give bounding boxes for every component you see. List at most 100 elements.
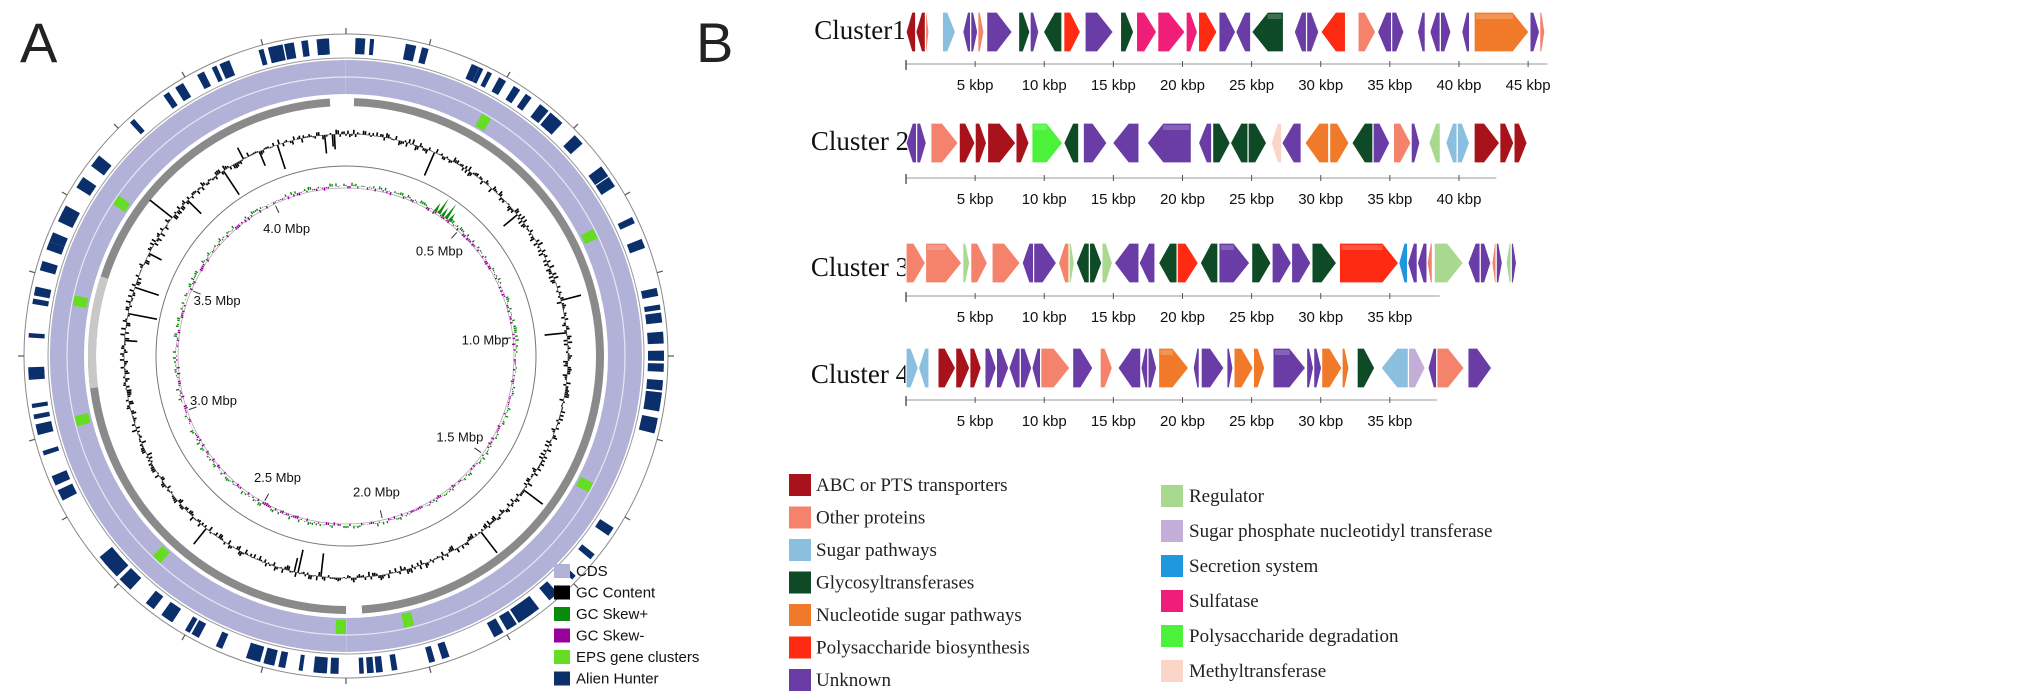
alien-hunter-block [163, 91, 178, 109]
outer-tick [506, 71, 511, 78]
alien-hunter-block [39, 260, 58, 275]
outer-tick [624, 516, 631, 521]
cluster-label: Cluster 4 [811, 359, 910, 389]
legend-swatch [1161, 485, 1183, 507]
legend-swatch [554, 628, 570, 643]
gene-arrow [1088, 242, 1103, 284]
alien-hunter-block [28, 332, 45, 339]
gene-arrow [1473, 11, 1530, 53]
legend-label: Sugar pathways [816, 540, 937, 561]
gene-arrow [1113, 242, 1140, 284]
genome-tick-label: 3.5 Mbp [194, 293, 241, 308]
gene-arrow [1406, 242, 1418, 284]
kbp-tick-label: 15 kbp [1091, 309, 1136, 326]
gc-skew-minus-track [175, 185, 517, 527]
alien-hunter-block [252, 644, 265, 663]
gene-arrow [1272, 347, 1307, 389]
gene-arrow [941, 11, 957, 53]
gene-arrow [937, 347, 957, 389]
gene-arrow [1033, 242, 1058, 284]
gene-arrow [924, 242, 963, 284]
gene-arrow [1176, 242, 1200, 284]
legend-label: Alien Hunter [576, 671, 659, 688]
gene-arrow [1416, 11, 1426, 53]
legend-swatch [1161, 590, 1183, 612]
alien-hunter-block [271, 44, 286, 63]
gene-arrow [1461, 11, 1471, 53]
legend-swatch [789, 571, 811, 594]
alien-hunter-block [540, 112, 559, 132]
gene-arrow [1426, 242, 1434, 284]
legend-swatch [1161, 520, 1183, 542]
outer-tick [656, 438, 663, 442]
outer-tick [61, 516, 68, 521]
gene-arrow [1197, 122, 1213, 164]
gene-arrow [1138, 242, 1156, 284]
kbp-tick-label: 40 kbp [1436, 77, 1481, 94]
alien-hunter-block [76, 180, 94, 196]
alien-hunter-block [320, 38, 330, 55]
outer-tick [181, 634, 186, 641]
gene-arrow [1068, 242, 1075, 284]
gene-arrow [1040, 347, 1071, 389]
outer-tick [656, 270, 663, 274]
alien-hunter-block [215, 631, 229, 649]
alien-hunter-block [278, 651, 289, 669]
gene-arrow [1251, 242, 1272, 284]
genome-tick [474, 447, 482, 453]
kbp-tick-label: 25 kbp [1229, 309, 1274, 326]
alien-hunter-block [516, 93, 532, 111]
alien-hunter-block [175, 82, 192, 102]
kbp-tick-label: 20 kbp [1160, 413, 1205, 430]
kbp-tick-label: 10 kbp [1022, 77, 1067, 94]
outer-tick [260, 39, 264, 46]
gene-arrow [1290, 242, 1312, 284]
contig-ring [87, 276, 109, 389]
gene-arrow [1072, 347, 1094, 389]
alien-hunter-block [32, 298, 49, 307]
alien-hunter-block [51, 470, 71, 486]
kbp-tick-label: 35 kbp [1367, 77, 1412, 94]
alien-hunter-block [595, 176, 616, 195]
gc-skew-peak [441, 207, 449, 217]
kbp-tick-label: 20 kbp [1160, 77, 1205, 94]
outer-tick [573, 123, 579, 129]
alien-hunter-block [191, 619, 207, 638]
alien-hunter-block [109, 557, 129, 577]
alien-hunter-block [263, 647, 278, 666]
alien-hunter-block [145, 590, 164, 610]
eps-cluster-marker [74, 413, 91, 427]
alien-hunter-block [465, 63, 480, 82]
gene-arrow [1135, 11, 1158, 53]
gene-arrow [1341, 347, 1350, 389]
alien-hunter-block [258, 48, 268, 66]
alien-hunter-block [643, 397, 661, 412]
alien-hunter-block [358, 657, 364, 674]
gene-arrow [995, 347, 1010, 389]
kbp-tick-label: 45 kbp [1506, 77, 1551, 94]
genome-tick-label: 1.5 Mbp [436, 429, 483, 444]
gene-arrow [1392, 122, 1412, 164]
alien-hunter-block [644, 390, 662, 402]
legend-swatch [789, 474, 811, 496]
gene-arrow [969, 347, 982, 389]
eps-cluster-marker [152, 545, 170, 564]
legend-label: Nucleotide sugar pathways [816, 605, 1022, 626]
alien-hunter-block [33, 411, 51, 420]
genome-tick [193, 290, 201, 295]
gene-arrow [1311, 242, 1338, 284]
gene-arrow [1329, 122, 1350, 164]
alien-hunter-block [578, 544, 595, 560]
gene-arrow [1063, 122, 1080, 164]
eps-cluster-marker [475, 113, 492, 131]
genome-tick [451, 232, 458, 239]
legend-label: Polysaccharide degradation [1189, 626, 1399, 647]
alien-hunter-block [595, 519, 614, 536]
kbp-tick-label: 5 kbp [957, 309, 994, 326]
alien-hunter-block [49, 232, 68, 248]
alien-hunter-block [588, 166, 609, 186]
alien-hunter-block [522, 595, 540, 615]
